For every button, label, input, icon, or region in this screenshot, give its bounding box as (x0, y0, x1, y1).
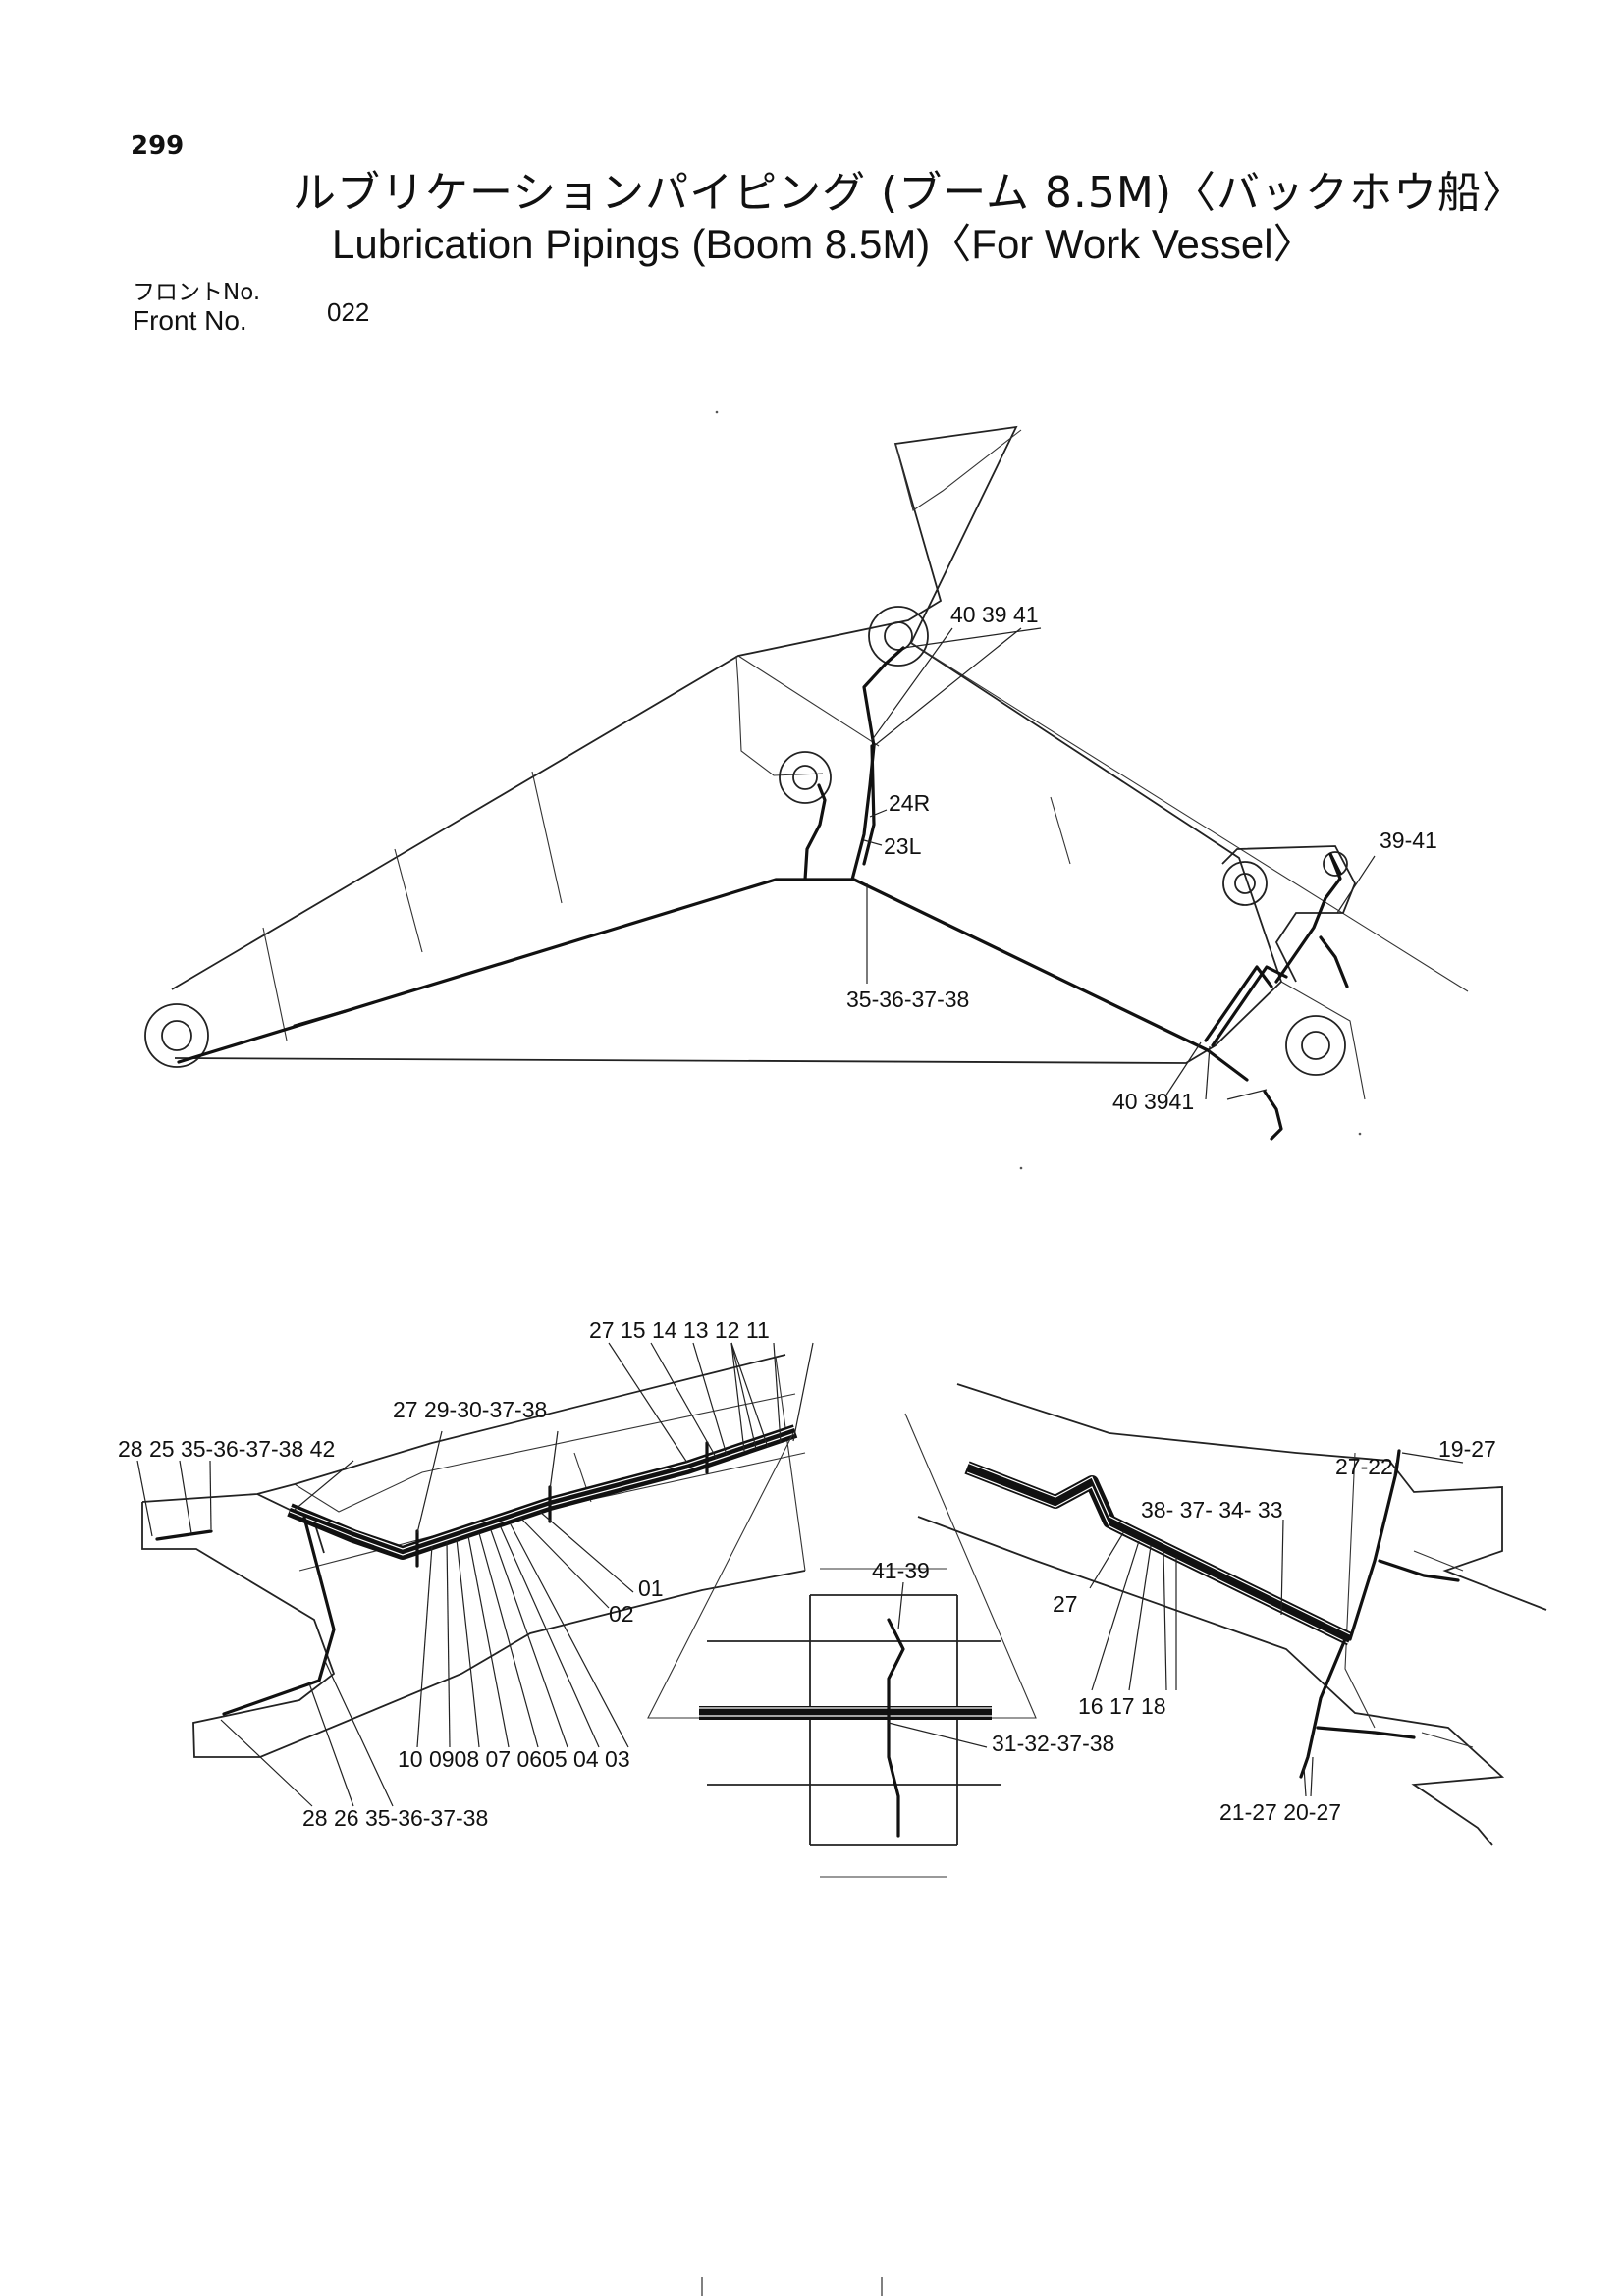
section-line (531, 771, 563, 904)
leader-lines-bottom-left (136, 1342, 814, 1807)
callout-28-25-35-36-37-38-42: 28 25 35-36-37-38 42 (118, 1436, 335, 1462)
bucket-cylinder-pin (1222, 861, 1268, 906)
callout-41-39: 41-39 (872, 1558, 930, 1583)
boom-bracket-edge (894, 429, 1022, 511)
callout-02: 02 (609, 1601, 634, 1627)
page-title-english: Lubrication Pipings (Boom 8.5M)〈For Work… (332, 221, 1315, 267)
head-branch-pipe-2 (1211, 965, 1288, 1047)
section-line (775, 1356, 806, 1572)
leader-lines-bottom-right (1089, 1452, 1464, 1797)
boom-web-line (737, 655, 880, 747)
foot-pipe-upper (155, 1529, 213, 1541)
section-line (1050, 796, 1071, 865)
callout-16-17-18: 16 17 18 (1078, 1693, 1166, 1719)
boom-top-plate (735, 655, 824, 776)
front-number-label-japanese: フロントNo. (133, 280, 261, 305)
section-line (262, 927, 288, 1041)
pipe-bundle (287, 1424, 798, 1560)
head-pipe-bundle (964, 1461, 1354, 1646)
callout-27-15-14-13-12-11: 27 15 14 13 12 11 (589, 1317, 770, 1343)
detail-pipe (887, 1618, 905, 1838)
callout-19-27: 19-27 (1438, 1436, 1496, 1462)
leader-lines-top (863, 627, 1376, 1100)
head-inner-plate (1344, 1452, 1376, 1729)
callout-27-22: 27-22 (1335, 1454, 1393, 1479)
callout-27-right: 27 (1053, 1591, 1078, 1617)
front-number-value: 022 (327, 297, 370, 327)
head-lower-outline (917, 1516, 1505, 1846)
boom-outline (171, 425, 1283, 1064)
pipe-clamp-group (293, 1009, 348, 1028)
foot-lower-outline (141, 1502, 806, 1758)
page-title-japanese: ルブリケーションパイピング (ブーム 8.5M)〈バックホウ船〉 (293, 168, 1527, 218)
bucket-pin-pipe (1274, 852, 1342, 984)
foot-upper-outline (141, 1354, 786, 1503)
detail-cylinder-body (809, 1594, 958, 1846)
boom-foot-line (1280, 981, 1366, 1100)
head-pipe-upper-branch (1378, 1559, 1460, 1582)
boom-foot-pin-bore (161, 1020, 192, 1051)
boom-cylinder-pin-bore (792, 765, 818, 790)
callout-24r: 24R (889, 790, 930, 816)
foot-pipe-lower (222, 1516, 336, 1716)
boom-bottom-line (910, 642, 1469, 992)
callout-10-09-08-07-06-05-04-03: 10 0908 07 0605 04 03 (398, 1746, 630, 1772)
callout-01: 01 (638, 1575, 664, 1601)
callout-31-32-37-38: 31-32-37-38 (992, 1731, 1114, 1756)
main-lubrication-pipe (177, 878, 1210, 1064)
front-number-label-english: Front No. (133, 305, 247, 336)
boom-head-pin-bore (1301, 1031, 1330, 1060)
head-pin-pipe (1263, 1090, 1283, 1141)
boom-head-detail (917, 1383, 1547, 1846)
foot-top-plate-line (294, 1393, 796, 1513)
head-branch-pipe-1 (1204, 965, 1273, 1042)
boom-head-bracket (1221, 845, 1356, 983)
section-line (394, 848, 423, 953)
head-pipe-end (1206, 1048, 1249, 1082)
callout-40-39-41-upper: 40 39 41 (950, 602, 1039, 627)
boom-foot-detail (141, 1354, 806, 1758)
callout-39-41: 39-41 (1380, 828, 1437, 853)
callout-35-36-37-38-top: 35-36-37-38 (846, 987, 969, 1012)
boom-foot-pin (144, 1003, 209, 1068)
branch-pipe-left (803, 783, 827, 881)
page-number: 299 (131, 132, 185, 161)
boom-side-view (144, 410, 1469, 1170)
bucket-pin-pipe-end (1319, 935, 1349, 988)
branch-pipe-hose (862, 744, 876, 866)
bracket-pin (1323, 851, 1348, 877)
head-upper-outline (956, 1383, 1547, 1611)
callout-28-26-35-36-37-38: 28 26 35-36-37-38 (302, 1805, 488, 1831)
callout-23l: 23L (884, 833, 922, 859)
arm-cylinder-pin-bore (884, 621, 913, 651)
callout-40-39-41-lower: 40 3941 (1112, 1089, 1194, 1114)
boom-cylinder-pin (779, 751, 832, 804)
cross-section-detail (647, 1413, 1037, 1878)
arm-cylinder-pin (868, 606, 929, 667)
head-pipe-lower-branch (1316, 1726, 1416, 1739)
head-pipe-upper (1348, 1449, 1401, 1641)
boom-head-pin (1285, 1015, 1346, 1076)
callout-27-29-30-37-38: 27 29-30-37-38 (393, 1397, 547, 1422)
callout-21-27-20-27: 21-27 20-27 (1219, 1799, 1341, 1825)
head-pipe-lower (1299, 1637, 1347, 1779)
callout-38-37-34-33: 38- 37- 34- 33 (1141, 1497, 1282, 1522)
bucket-cylinder-pin-bore (1234, 873, 1256, 894)
